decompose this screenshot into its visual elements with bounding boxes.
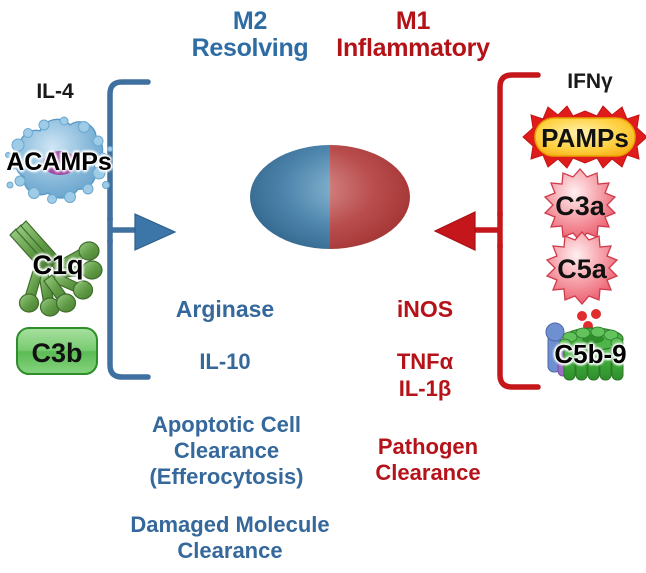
output-damaged-line2: Clearance: [177, 538, 283, 563]
heading-m1-line2: Inflammatory: [336, 34, 490, 62]
stimulus-label-ifng: IFNγ: [567, 70, 613, 93]
heading-m2-line1: M2: [232, 7, 268, 35]
stimulus-label-c1q: C1q: [32, 250, 84, 280]
stimulus-label-c3a: C3a: [555, 191, 605, 221]
output-apoptotic-line1: Apoptotic Cell: [151, 412, 302, 437]
output-damaged-line1: Damaged Molecule: [130, 512, 330, 537]
c1q-molecule-icon: [9, 220, 103, 317]
stimulus-label-pamps: PAMPs: [541, 123, 629, 153]
nucleus-left: [250, 145, 330, 249]
membrane-attack-complex-icon: [545, 309, 624, 381]
nucleus-right: [330, 145, 410, 249]
output-pathogen-line1: Pathogen: [377, 434, 479, 459]
output-il1b: IL-1β: [398, 376, 452, 401]
left-bracket: [107, 79, 151, 380]
output-tnfa: TNFα: [396, 349, 454, 374]
heading-m1-line1: M1: [395, 7, 431, 35]
output-damaged-molecule-clearance: Damaged Molecule Clearance: [105, 512, 355, 564]
output-apoptotic-clearance: Apoptotic Cell Clearance (Efferocytosis): [114, 412, 339, 490]
output-inos: iNOS: [396, 296, 454, 322]
left-arrow: [134, 213, 177, 251]
heading-m1: M1 Inflammatory: [318, 8, 508, 62]
stimulus-label-c3b: C3b: [31, 338, 83, 368]
output-il10: IL-10: [199, 349, 251, 374]
red-starburst-icon-c5a: [545, 231, 619, 305]
output-pathogen-clearance: Pathogen Clearance: [348, 434, 508, 486]
stimulus-label-c5b9: C5b-9: [554, 339, 627, 369]
output-arginase: Arginase: [175, 296, 275, 322]
apoptotic-cell-blob-icon: [5, 116, 113, 204]
output-pathogen-line2: Clearance: [375, 460, 481, 485]
output-apoptotic-line3: (Efferocytosis): [149, 464, 304, 489]
stimulus-label-il4: IL-4: [36, 80, 74, 103]
green-rounded-box-icon: [16, 327, 98, 375]
yellow-starburst-icon: [522, 105, 646, 169]
heading-m2: M2 Resolving: [160, 8, 340, 62]
right-arrow: [433, 211, 476, 251]
heading-m2-line2: Resolving: [191, 34, 309, 62]
stimulus-label-acamps: ACAMPs: [6, 148, 112, 176]
right-bracket: [470, 72, 541, 390]
output-apoptotic-line2: Clearance: [173, 438, 280, 463]
stimulus-label-c5a: C5a: [557, 254, 607, 284]
macrophage-cell: [199, 64, 492, 334]
